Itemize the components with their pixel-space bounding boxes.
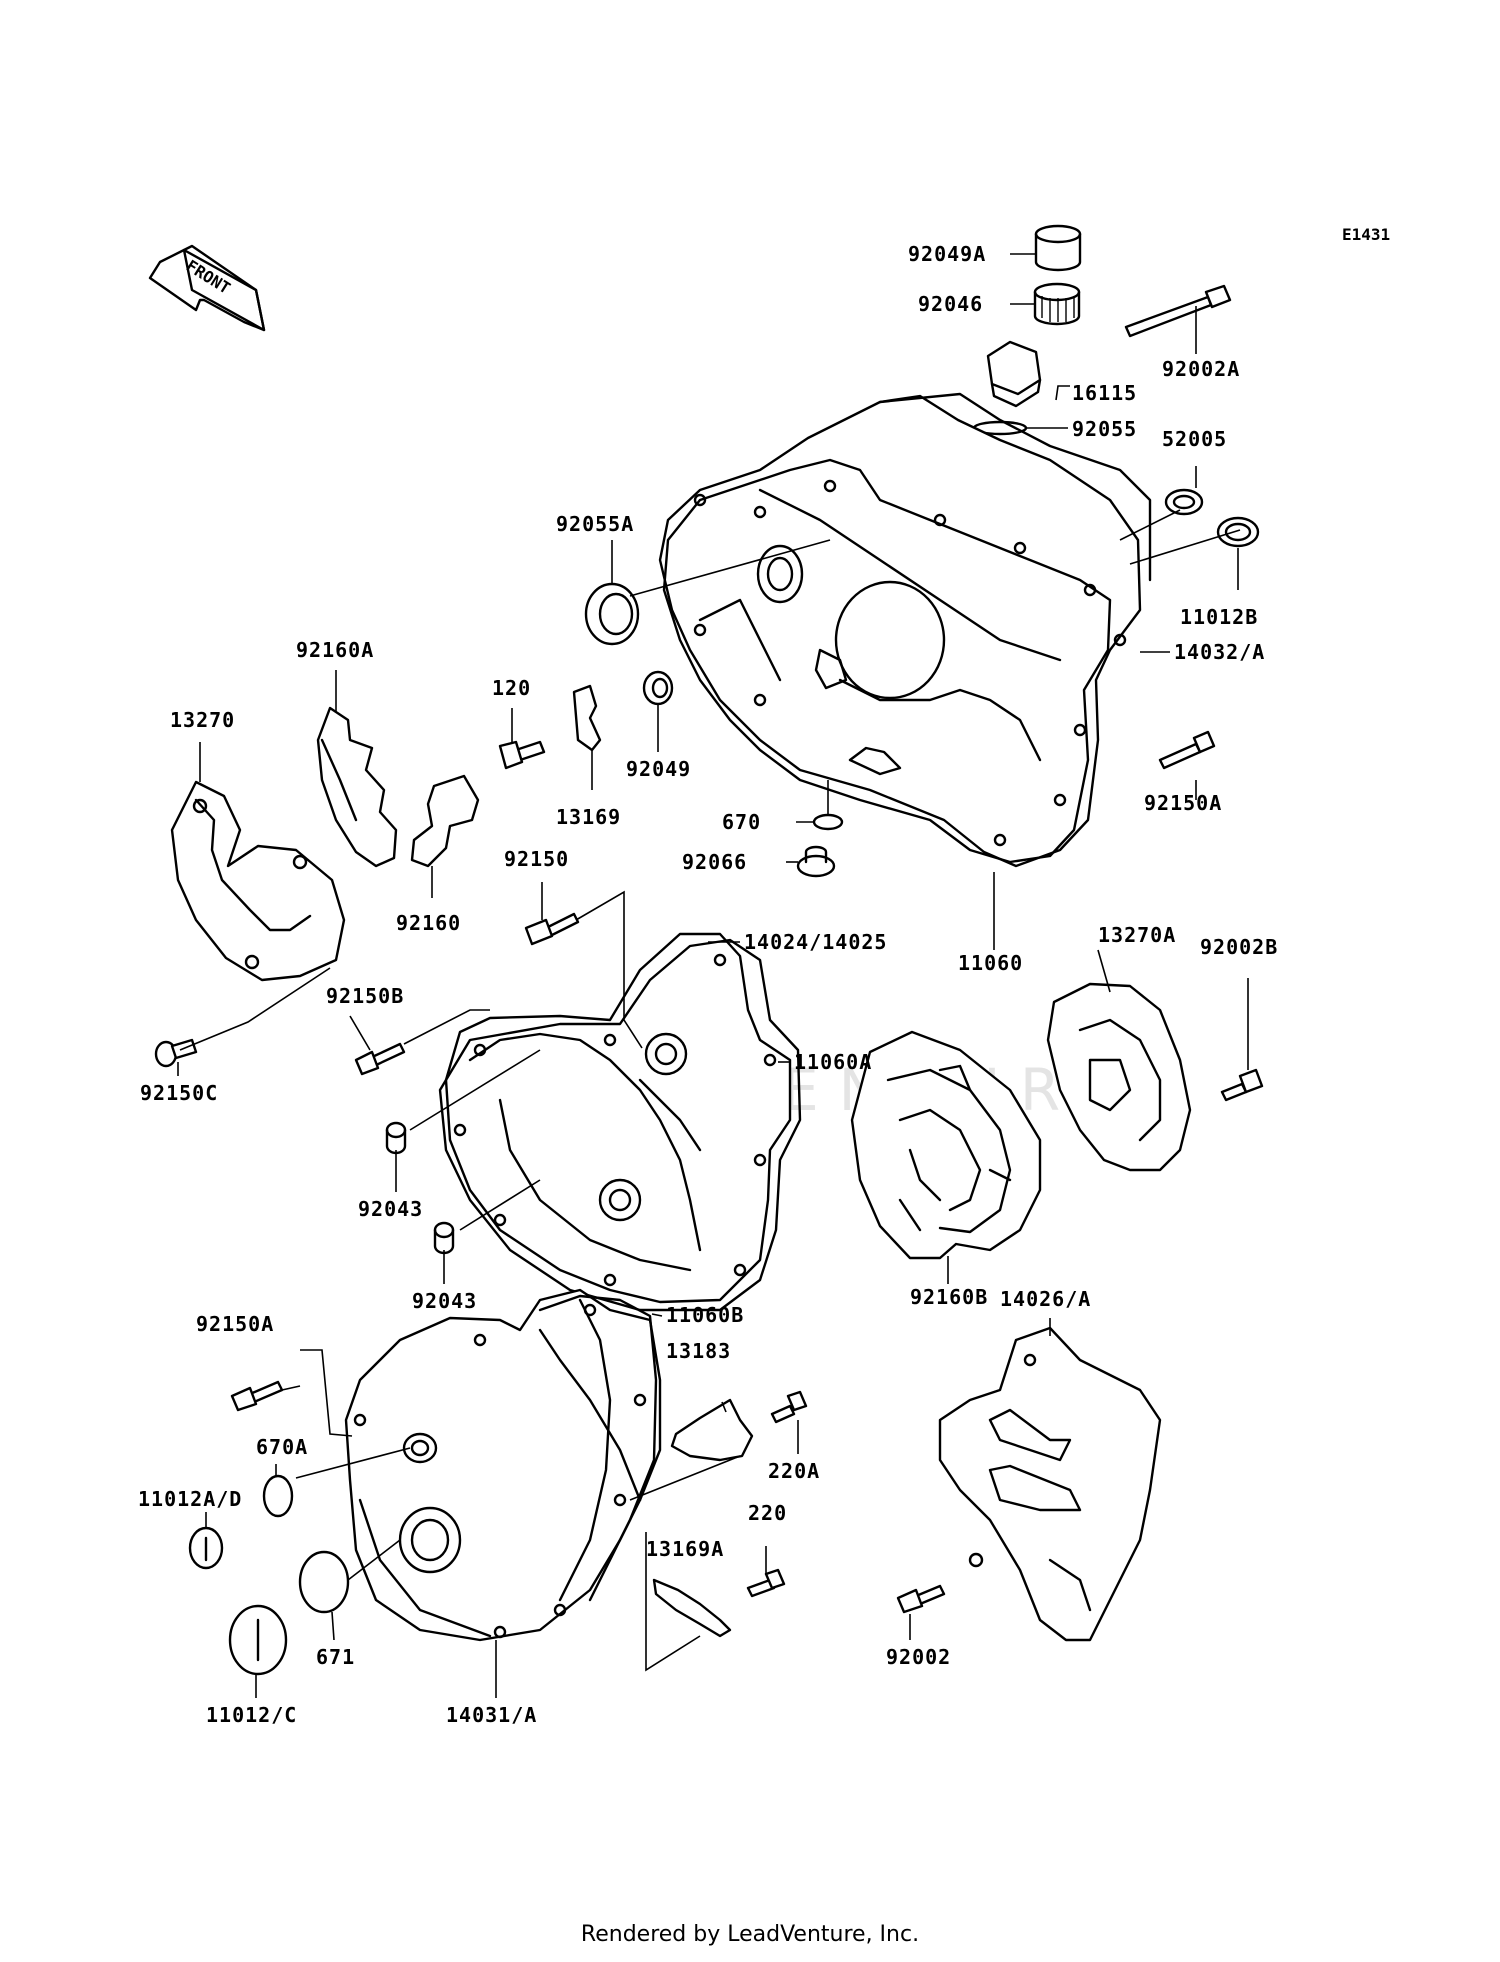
label-14024-14025: 14024/14025 bbox=[744, 930, 887, 954]
bolt-92150-icon bbox=[524, 912, 580, 946]
label-670: 670 bbox=[722, 810, 761, 834]
plug-92066-icon bbox=[796, 845, 836, 878]
o-ring-670-icon bbox=[812, 813, 844, 831]
label-92160: 92160 bbox=[396, 911, 461, 935]
label-52005: 52005 bbox=[1162, 427, 1227, 451]
label-11060a: 11060A bbox=[794, 1050, 872, 1074]
label-13270a: 13270A bbox=[1098, 923, 1176, 947]
label-11060b: 11060B bbox=[666, 1303, 744, 1327]
label-92066: 92066 bbox=[682, 850, 747, 874]
cap-11012b-icon bbox=[1216, 516, 1260, 548]
oil-seal-92055a-icon bbox=[584, 582, 640, 646]
label-92055a: 92055A bbox=[556, 512, 634, 536]
label-92150a-top: 92150A bbox=[1144, 791, 1222, 815]
label-11012ad: 11012A/D bbox=[138, 1487, 242, 1511]
shoe-92160-icon bbox=[410, 774, 480, 868]
cover-14024-14025-icon bbox=[444, 932, 792, 1304]
label-13169a: 13169A bbox=[646, 1537, 724, 1561]
cap-11012c-icon bbox=[228, 1604, 288, 1676]
label-16115: 16115 bbox=[1072, 381, 1137, 405]
bolt-92002-icon bbox=[896, 1584, 946, 1614]
label-92002a: 92002A bbox=[1162, 357, 1240, 381]
front-arrow-icon: FRONT bbox=[148, 244, 266, 332]
label-120: 120 bbox=[492, 676, 531, 700]
bolt-92002b-icon bbox=[1220, 1068, 1264, 1102]
shoe-92160a-icon bbox=[316, 706, 398, 868]
label-11012c: 11012/C bbox=[206, 1703, 297, 1727]
label-92046: 92046 bbox=[918, 292, 983, 316]
guard-13270-icon bbox=[170, 780, 346, 982]
shoe-set-92160b-icon bbox=[850, 1030, 1042, 1260]
label-13183: 13183 bbox=[666, 1339, 731, 1363]
label-92150b: 92150B bbox=[326, 984, 404, 1008]
bracket-13183-icon bbox=[670, 1398, 754, 1462]
label-92160a: 92160A bbox=[296, 638, 374, 662]
bolt-92002a-icon bbox=[1124, 284, 1232, 338]
label-92160b: 92160B bbox=[910, 1285, 988, 1309]
label-92049a: 92049A bbox=[908, 242, 986, 266]
part-labels: 92049A 92046 92002A 16115 92055 52005 92… bbox=[138, 242, 1278, 1727]
bolt-92150a-bottom-icon bbox=[230, 1380, 284, 1412]
leader-lines bbox=[177, 253, 1249, 1698]
label-11060: 11060 bbox=[958, 951, 1023, 975]
label-92150a-bottom: 92150A bbox=[196, 1312, 274, 1336]
bearing-92049a-icon bbox=[1034, 224, 1082, 272]
washer-92049-icon bbox=[642, 670, 674, 706]
label-671: 671 bbox=[316, 1645, 355, 1669]
cover-14031a-icon bbox=[344, 1288, 662, 1642]
oil-seal-52005-icon bbox=[1164, 488, 1204, 516]
bolt-120-icon bbox=[498, 740, 546, 770]
cover-14026a-icon bbox=[938, 1326, 1162, 1642]
crankcase-cover-14032a-icon bbox=[658, 392, 1152, 868]
guard-13270a-icon bbox=[1046, 982, 1192, 1172]
label-13270: 13270 bbox=[170, 708, 235, 732]
gasket-11060b-icon bbox=[538, 1294, 658, 1602]
label-220a: 220A bbox=[768, 1459, 820, 1483]
bolt-220-icon bbox=[746, 1568, 786, 1598]
plate-13169a-icon bbox=[652, 1578, 732, 1638]
gasket-11060a-icon bbox=[438, 938, 802, 1312]
needle-bearing-92046-icon bbox=[1033, 282, 1081, 326]
footer-credit: Rendered by LeadVenture, Inc. bbox=[580, 1922, 920, 1947]
dowel-92043-b-icon bbox=[433, 1221, 455, 1255]
diagram-code: E1431 bbox=[1342, 225, 1390, 244]
label-220: 220 bbox=[748, 1501, 787, 1525]
label-11012b: 11012B bbox=[1180, 605, 1258, 629]
o-ring-670a-icon bbox=[262, 1474, 294, 1518]
cap-11012ad-icon bbox=[188, 1526, 224, 1570]
label-92049: 92049 bbox=[626, 757, 691, 781]
dowel-92043-a-icon bbox=[385, 1121, 407, 1155]
label-13169: 13169 bbox=[556, 805, 621, 829]
bolt-92150c-icon bbox=[154, 1038, 198, 1068]
label-92043-b: 92043 bbox=[412, 1289, 477, 1313]
label-92150: 92150 bbox=[504, 847, 569, 871]
label-92055: 92055 bbox=[1072, 417, 1137, 441]
gasket-11060-icon bbox=[662, 458, 1112, 864]
label-92002: 92002 bbox=[886, 1645, 951, 1669]
label-14032a: 14032/A bbox=[1174, 640, 1265, 664]
plate-13169-icon bbox=[572, 684, 602, 752]
bolt-220a-icon bbox=[770, 1390, 808, 1424]
bolt-92150b-icon bbox=[354, 1042, 406, 1076]
bolt-92150a-top-icon bbox=[1158, 730, 1216, 770]
label-92150c: 92150C bbox=[140, 1081, 218, 1105]
label-92002b: 92002B bbox=[1200, 935, 1278, 959]
label-670a: 670A bbox=[256, 1435, 308, 1459]
label-14026a: 14026/A bbox=[1000, 1287, 1091, 1311]
o-ring-671-icon bbox=[298, 1550, 350, 1614]
label-92043-a: 92043 bbox=[358, 1197, 423, 1221]
label-14031a: 14031/A bbox=[446, 1703, 537, 1727]
filler-cap-16115-icon bbox=[986, 340, 1042, 408]
